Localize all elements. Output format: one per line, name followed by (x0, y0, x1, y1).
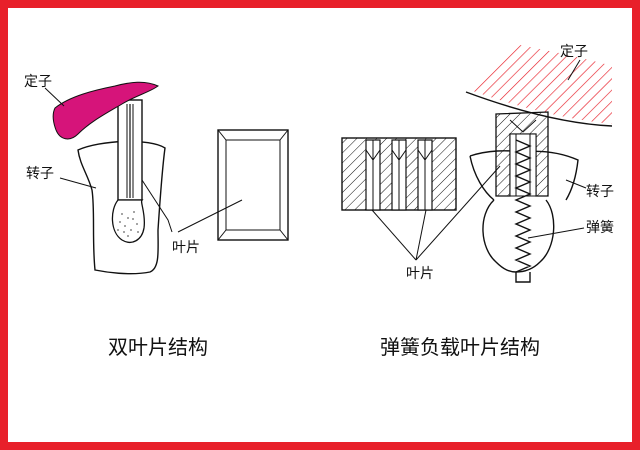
stator-leader-left (44, 87, 65, 107)
oil-dots (117, 211, 139, 237)
right-spring-label: 弹簧 (586, 220, 614, 236)
spring-stem (515, 272, 531, 283)
spring (514, 139, 532, 273)
spring-loaded-vane-diagram: 定子 转子 弹簧 叶片 弹簧负载叶片结构 (341, 44, 614, 359)
oil-chamber (111, 199, 146, 243)
three-vane-block (341, 137, 457, 211)
double-vane (117, 99, 143, 201)
vane-leader-right-2 (415, 209, 427, 261)
right-stator-hatched (470, 45, 612, 124)
double-vane-diagram: 定子 转子 叶片 双叶片结构 (24, 74, 289, 359)
vane-structure-diagram: 定子 转子 叶片 双叶片结构 (24, 44, 614, 359)
left-vane-label: 叶片 (172, 240, 200, 256)
left-rotor-label: 转子 (26, 166, 54, 182)
left-rotor-shape (77, 140, 166, 275)
spring-leader (527, 227, 585, 239)
right-caption: 弹簧负载叶片结构 (380, 335, 540, 359)
right-stator-label: 定子 (560, 44, 588, 60)
vane-leader-left-1 (141, 179, 173, 233)
left-caption: 双叶片结构 (108, 335, 208, 359)
vane-leader-left-2 (177, 199, 243, 233)
vane-plate (217, 129, 289, 241)
right-rotor-label: 转子 (586, 184, 614, 200)
rotor-leader-right (565, 179, 587, 189)
left-stator (52, 81, 159, 140)
vane-leader-right-3 (415, 165, 501, 261)
left-stator-label: 定子 (24, 74, 52, 90)
vane-leader-right-1 (371, 209, 417, 261)
spring-vane-housing (495, 111, 549, 197)
stator-leader-right (567, 59, 581, 81)
right-vane-label: 叶片 (406, 266, 434, 282)
rotor-leader-left (59, 177, 97, 189)
